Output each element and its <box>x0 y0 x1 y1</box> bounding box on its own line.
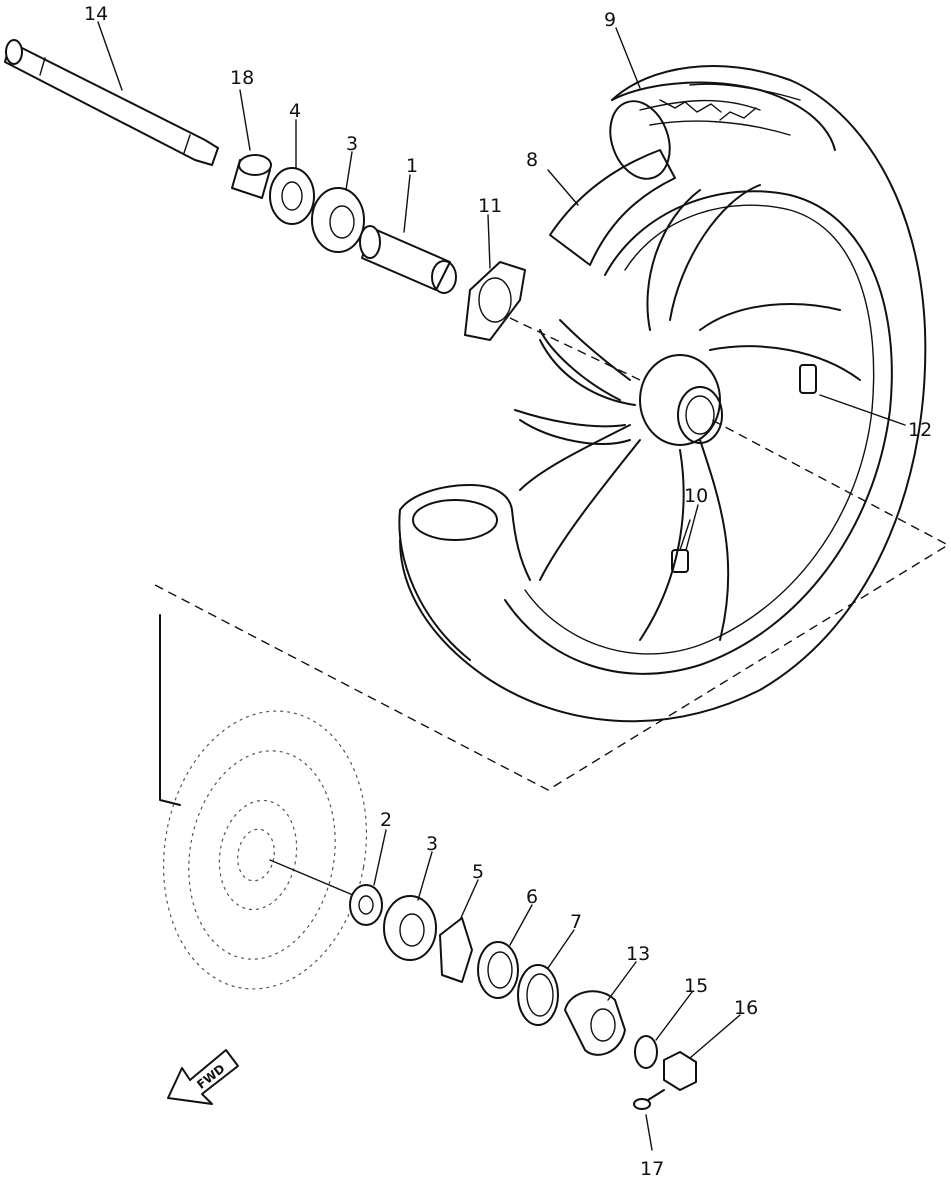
label-tire: 9 <box>604 9 616 31</box>
washer-shape <box>634 1035 658 1069</box>
label-ring: 7 <box>570 911 582 933</box>
label-gear-retainer: 5 <box>472 861 484 883</box>
oil-seal-shape <box>269 167 315 225</box>
bearing-plate-shape <box>349 884 383 926</box>
label-bearing-right: 3 <box>346 133 358 155</box>
speedometer-gear-shape <box>564 990 626 1056</box>
balance-weight-shape <box>799 364 817 394</box>
label-axle: 14 <box>84 3 108 25</box>
callout-labels: 14 18 4 3 1 11 9 8 12 10 2 3 5 6 7 13 15… <box>84 3 932 1180</box>
ring-shape <box>517 964 559 1026</box>
brake-disc <box>159 614 368 990</box>
bearing-right-shape <box>311 187 365 253</box>
label-spacer: 1 <box>406 155 418 177</box>
left-side-parts <box>349 884 697 1110</box>
label-balance-weight: 12 <box>908 419 932 441</box>
label-drive-hub: 11 <box>478 195 502 217</box>
axle-shape <box>4 41 219 166</box>
bearing-left-shape <box>383 895 437 961</box>
gear-retainer-shape <box>439 917 473 983</box>
label-collar: 18 <box>230 67 254 89</box>
fwd-arrow-icon: FWD <box>167 1049 239 1105</box>
leader-lines <box>97 21 906 1151</box>
cotter-pin-shape <box>633 1098 651 1110</box>
label-bearing-left: 3 <box>426 833 438 855</box>
label-washer: 15 <box>684 975 708 997</box>
nut-shape <box>663 1051 697 1091</box>
label-speedometer-gear: 13 <box>626 943 650 965</box>
label-bearing-plate: 2 <box>380 809 392 831</box>
label-tube: 8 <box>526 149 538 171</box>
drive-hub-shape <box>464 261 526 341</box>
wheel-assembly <box>398 65 927 723</box>
label-valve: 10 <box>684 485 708 507</box>
label-oil-seal: 4 <box>289 100 301 122</box>
label-nut: 16 <box>734 997 758 1019</box>
tube-shape <box>549 149 676 266</box>
label-seal: 6 <box>526 886 538 908</box>
axle-parts <box>4 39 526 341</box>
label-cotter-pin: 17 <box>640 1158 664 1180</box>
